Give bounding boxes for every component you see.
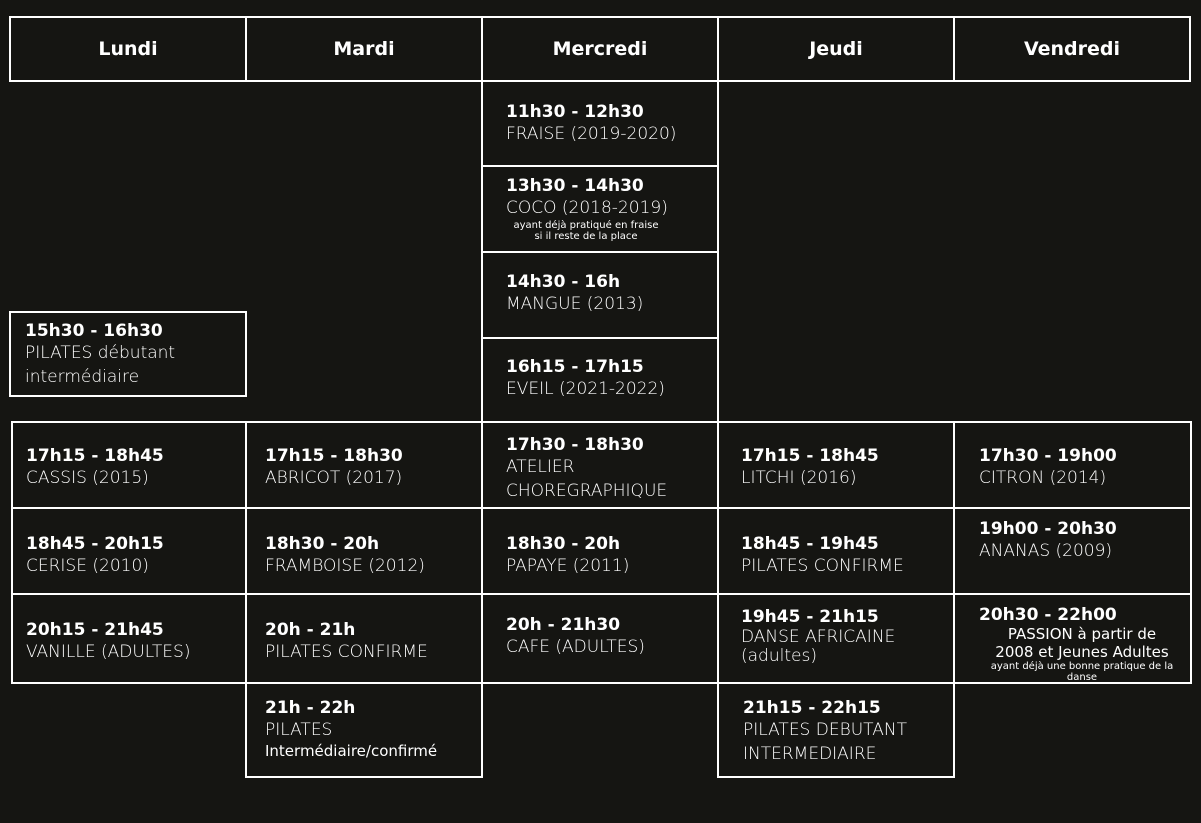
slot-note: ayant déjà une bonne pratique de la dans… <box>990 661 1174 683</box>
class-slot-pilates-confirme-mardi: 20h - 21h PILATES CONFIRME <box>245 593 483 684</box>
slot-time: 17h30 - 18h30 <box>506 435 644 455</box>
slot-name: CITRON (2014) <box>979 468 1107 488</box>
slot-name: MANGUE (2013) <box>506 294 644 314</box>
class-slot-citron: 17h30 - 19h00 CITRON (2014) <box>953 421 1192 509</box>
slot-name: PAPAYE (2011) <box>506 556 630 576</box>
class-slot-ananas: 19h00 - 20h30 ANANAS (2009) <box>953 507 1192 595</box>
slot-time: 14h30 - 16h <box>506 272 621 292</box>
slot-name: ANANAS (2009) <box>979 541 1113 561</box>
slot-name: INTERMEDIAIRE <box>743 744 877 764</box>
slot-name: PILATES débutant <box>25 343 176 363</box>
slot-name: DANSE AFRICAINE <box>741 627 896 647</box>
slot-name: CASSIS (2015) <box>26 468 149 488</box>
slot-time: 18h45 - 20h15 <box>26 534 164 554</box>
slot-name: PILATES DEBUTANT <box>743 720 907 740</box>
slot-time: 21h - 22h <box>265 698 356 718</box>
class-slot-coco: 13h30 - 14h30 COCO (2018-2019) ayant déj… <box>481 165 719 253</box>
class-slot-pilates-intermediaire: 21h - 22h PILATES Intermédiaire/confirmé <box>245 682 483 778</box>
slot-time: 19h00 - 20h30 <box>979 519 1117 539</box>
slot-name: PILATES <box>265 720 333 740</box>
slot-name: Intermédiaire/confirmé <box>265 742 438 760</box>
day-label: Jeudi <box>809 38 863 60</box>
class-slot-framboise: 18h30 - 20h FRAMBOISE (2012) <box>245 507 483 595</box>
slot-time: 11h30 - 12h30 <box>506 102 644 122</box>
class-slot-atelier: 17h30 - 18h30 ATELIER CHOREGRAPHIQUE <box>481 421 719 509</box>
slot-name: PILATES CONFIRME <box>265 642 428 662</box>
slot-time: 16h15 - 17h15 <box>506 357 644 377</box>
slot-time: 20h30 - 22h00 <box>979 605 1117 625</box>
day-label: Mercredi <box>552 38 648 60</box>
day-label: Vendredi <box>1023 38 1121 60</box>
slot-time: 17h15 - 18h45 <box>26 446 164 466</box>
slot-name: ATELIER <box>506 457 575 477</box>
slot-time: 17h15 - 18h30 <box>265 446 403 466</box>
class-slot-passion: 20h30 - 22h00 PASSION à partir de 2008 e… <box>953 593 1192 684</box>
slot-name: intermédiaire <box>25 367 140 387</box>
class-slot-cafe: 20h - 21h30 CAFE (ADULTES) <box>481 593 719 684</box>
slot-note: ayant déjà pratiqué en fraise <box>513 220 659 231</box>
slot-time: 20h - 21h <box>265 620 356 640</box>
slot-time: 13h30 - 14h30 <box>506 176 644 196</box>
slot-name: CHOREGRAPHIQUE <box>506 481 668 501</box>
header-vendredi: Vendredi <box>953 16 1191 82</box>
slot-name: (adultes) <box>741 646 817 666</box>
class-slot-mangue: 14h30 - 16h MANGUE (2013) <box>481 251 719 339</box>
slot-time: 19h45 - 21h15 <box>741 607 879 627</box>
class-slot-litchi: 17h15 - 18h45 LITCHI (2016) <box>717 421 955 509</box>
class-slot-pilates-confirme-jeudi: 18h45 - 19h45 PILATES CONFIRME <box>717 507 955 595</box>
header-lundi: Lundi <box>9 16 247 82</box>
class-slot-cerise: 18h45 - 20h15 CERISE (2010) <box>11 507 247 595</box>
class-slot-lundi-pilates: 15h30 - 16h30 PILATES débutant intermédi… <box>9 311 247 397</box>
class-slot-abricot: 17h15 - 18h30 ABRICOT (2017) <box>245 421 483 509</box>
class-slot-danse-africaine: 19h45 - 21h15 DANSE AFRICAINE (adultes) <box>717 593 955 684</box>
header-jeudi: Jeudi <box>717 16 955 82</box>
class-slot-cassis: 17h15 - 18h45 CASSIS (2015) <box>11 421 247 509</box>
slot-name: LITCHI (2016) <box>741 468 857 488</box>
class-slot-papaye: 18h30 - 20h PAPAYE (2011) <box>481 507 719 595</box>
slot-time: 18h30 - 20h <box>506 534 621 554</box>
slot-name: COCO (2018-2019) <box>506 198 668 218</box>
class-slot-vanille: 20h15 - 21h45 VANILLE (ADULTES) <box>11 593 247 684</box>
class-slot-eveil: 16h15 - 17h15 EVEIL (2021-2022) <box>481 337 719 423</box>
slot-name: PILATES CONFIRME <box>741 556 904 576</box>
slot-name: CERISE (2010) <box>26 556 149 576</box>
header-mercredi: Mercredi <box>481 16 719 82</box>
class-slot-fraise: 11h30 - 12h30 FRAISE (2019-2020) <box>481 80 719 167</box>
header-mardi: Mardi <box>245 16 483 82</box>
slot-name: 2008 et Jeunes Adultes <box>995 643 1169 661</box>
slot-time: 21h15 - 22h15 <box>743 698 881 718</box>
slot-note: si il reste de la place <box>534 231 638 242</box>
slot-time: 15h30 - 16h30 <box>25 321 163 341</box>
slot-time: 17h30 - 19h00 <box>979 446 1117 466</box>
day-label: Mardi <box>333 38 395 60</box>
slot-name: EVEIL (2021-2022) <box>506 379 665 399</box>
slot-name: CAFE (ADULTES) <box>506 637 645 657</box>
slot-name: VANILLE (ADULTES) <box>26 642 191 662</box>
class-slot-pilates-debutant: 21h15 - 22h15 PILATES DEBUTANT INTERMEDI… <box>717 682 955 778</box>
slot-name: FRAISE (2019-2020) <box>506 124 677 144</box>
slot-name: ABRICOT (2017) <box>265 468 403 488</box>
slot-time: 20h15 - 21h45 <box>26 620 164 640</box>
slot-time: 20h - 21h30 <box>506 615 621 635</box>
day-label: Lundi <box>98 38 158 60</box>
slot-name: FRAMBOISE (2012) <box>265 556 425 576</box>
slot-time: 18h30 - 20h <box>265 534 380 554</box>
slot-time: 17h15 - 18h45 <box>741 446 879 466</box>
slot-time: 18h45 - 19h45 <box>741 534 879 554</box>
slot-name: PASSION à partir de <box>1007 625 1157 643</box>
